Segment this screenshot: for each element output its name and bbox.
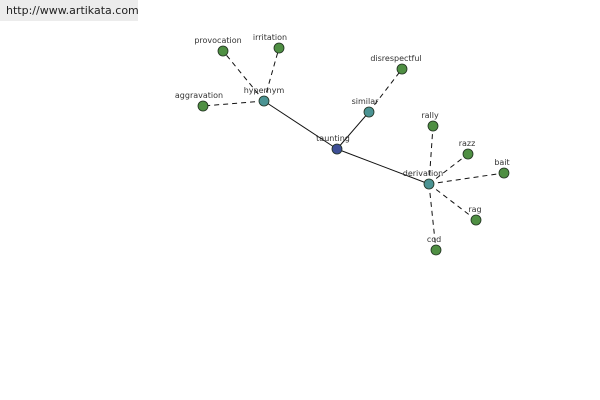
- node-rally-dot[interactable]: [427, 120, 439, 132]
- node-hypernym[interactable]: hypernym: [244, 86, 285, 107]
- node-derivation-dot[interactable]: [423, 178, 435, 190]
- edge-hypernym-provocation: [222, 50, 265, 102]
- edge-derivation-cod: [428, 183, 437, 251]
- node-hypernym-dot[interactable]: [258, 95, 270, 107]
- edge-hypernym-aggravation: [202, 100, 265, 107]
- node-rally[interactable]: rally: [421, 111, 439, 132]
- node-similar-dot[interactable]: [363, 106, 375, 118]
- node-aggravation[interactable]: aggravation: [175, 91, 223, 112]
- node-derivation-label[interactable]: derivation: [403, 169, 443, 178]
- node-provocation-dot[interactable]: [217, 45, 229, 57]
- node-provocation-label[interactable]: provocation: [194, 36, 241, 45]
- node-cod[interactable]: cod: [427, 235, 442, 256]
- node-irritation-label[interactable]: irritation: [253, 33, 287, 42]
- node-bait-dot[interactable]: [498, 167, 510, 179]
- edge-derivation-rag: [428, 183, 477, 221]
- node-cod-dot[interactable]: [430, 244, 442, 256]
- node-taunting[interactable]: taunting: [316, 134, 350, 155]
- node-disrespectful[interactable]: disrespectful: [370, 54, 422, 75]
- node-rag-label[interactable]: rag: [468, 205, 481, 214]
- node-rag-dot[interactable]: [470, 214, 482, 226]
- node-razz[interactable]: razz: [459, 139, 476, 160]
- edge-similar-disrespectful: [368, 68, 403, 113]
- edge-hypernym-irritation: [263, 47, 280, 102]
- node-bait-label[interactable]: bait: [494, 158, 509, 167]
- node-irritation[interactable]: irritation: [253, 33, 287, 54]
- node-razz-dot[interactable]: [462, 148, 474, 160]
- node-provocation[interactable]: provocation: [194, 36, 242, 57]
- node-similar[interactable]: similar: [352, 97, 380, 118]
- node-aggravation-label[interactable]: aggravation: [175, 91, 223, 100]
- edge-taunting-similar: [336, 111, 370, 150]
- node-cod-label[interactable]: cod: [427, 235, 441, 244]
- node-irritation-dot[interactable]: [273, 42, 285, 54]
- node-similar-label[interactable]: similar: [352, 97, 380, 106]
- node-hypernym-label[interactable]: hypernym: [244, 86, 285, 95]
- node-disrespectful-dot[interactable]: [396, 63, 408, 75]
- site-url-watermark[interactable]: http://www.artikata.com: [0, 0, 139, 21]
- node-aggravation-dot[interactable]: [197, 100, 209, 112]
- edge-taunting-derivation: [336, 148, 430, 185]
- node-rag[interactable]: rag: [468, 205, 482, 226]
- node-taunting-dot[interactable]: [331, 143, 343, 155]
- node-taunting-label[interactable]: taunting: [316, 134, 350, 143]
- graph-edges: [202, 47, 505, 251]
- node-rally-label[interactable]: rally: [421, 111, 439, 120]
- edge-derivation-bait: [428, 172, 505, 185]
- node-derivation[interactable]: derivation: [403, 169, 443, 190]
- edge-derivation-rally: [428, 125, 434, 185]
- node-disrespectful-label[interactable]: disrespectful: [370, 54, 421, 63]
- graph-nodes: taunting hypernym similar derivation provoca…: [175, 33, 510, 256]
- node-razz-label[interactable]: razz: [459, 139, 476, 148]
- node-bait[interactable]: bait: [494, 158, 510, 179]
- edge-taunting-hypernym: [263, 100, 338, 150]
